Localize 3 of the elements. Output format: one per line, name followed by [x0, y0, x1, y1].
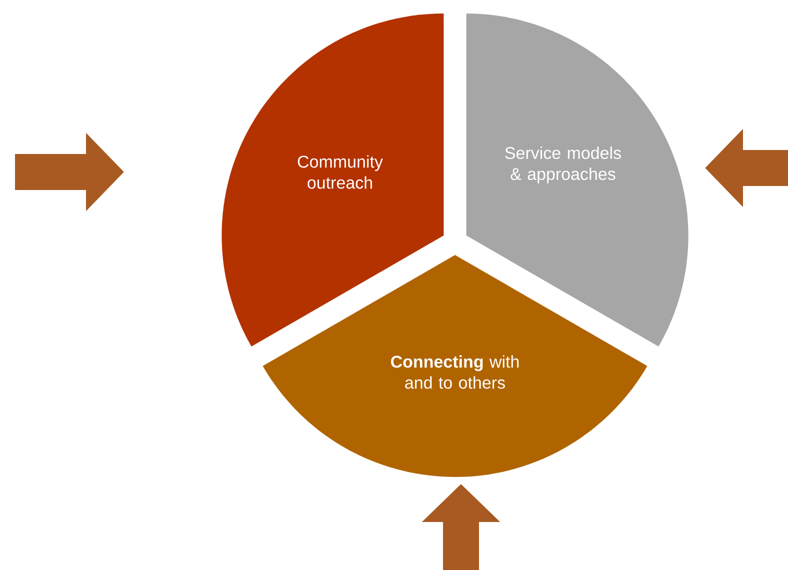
- pie-slice: Service models & approaches: [466, 14, 688, 346]
- pie-slice: Community outreach: [222, 14, 444, 346]
- pie-slice: Connecting with and to others: [262, 255, 648, 478]
